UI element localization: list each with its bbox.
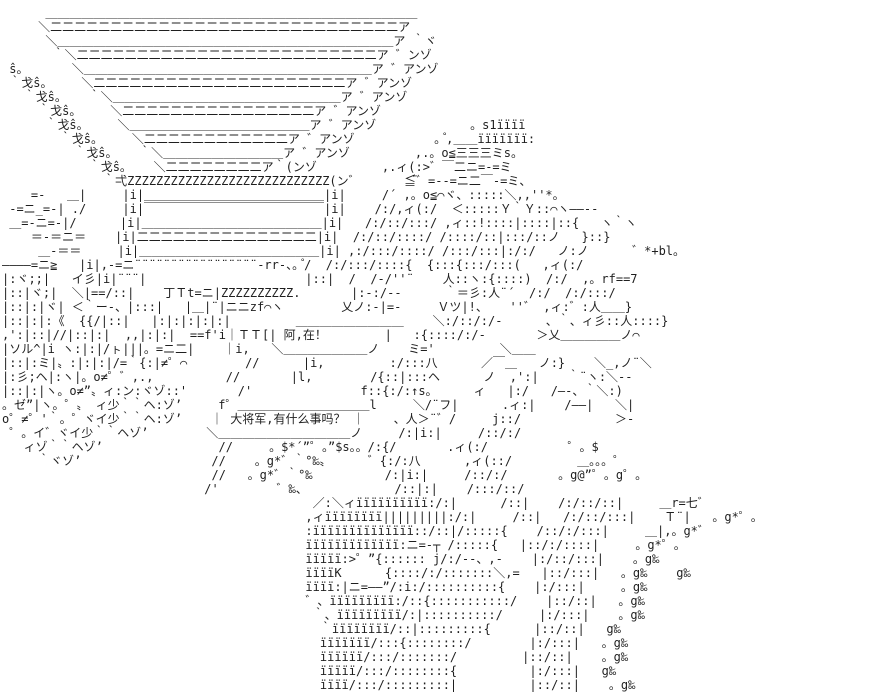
ascii-art: ＿＿＿＿＿＿＿＿＿＿＿＿＿＿＿＿＿＿＿＿＿＿＿＿＿＿＿＿＿＿＿ ＼二二二二二二二… [2,6,763,692]
aa-scene-canvas: ＿＿＿＿＿＿＿＿＿＿＿＿＿＿＿＿＿＿＿＿＿＿＿＿＿＿＿＿＿＿＿ ＼二二二二二二二… [2,6,763,692]
